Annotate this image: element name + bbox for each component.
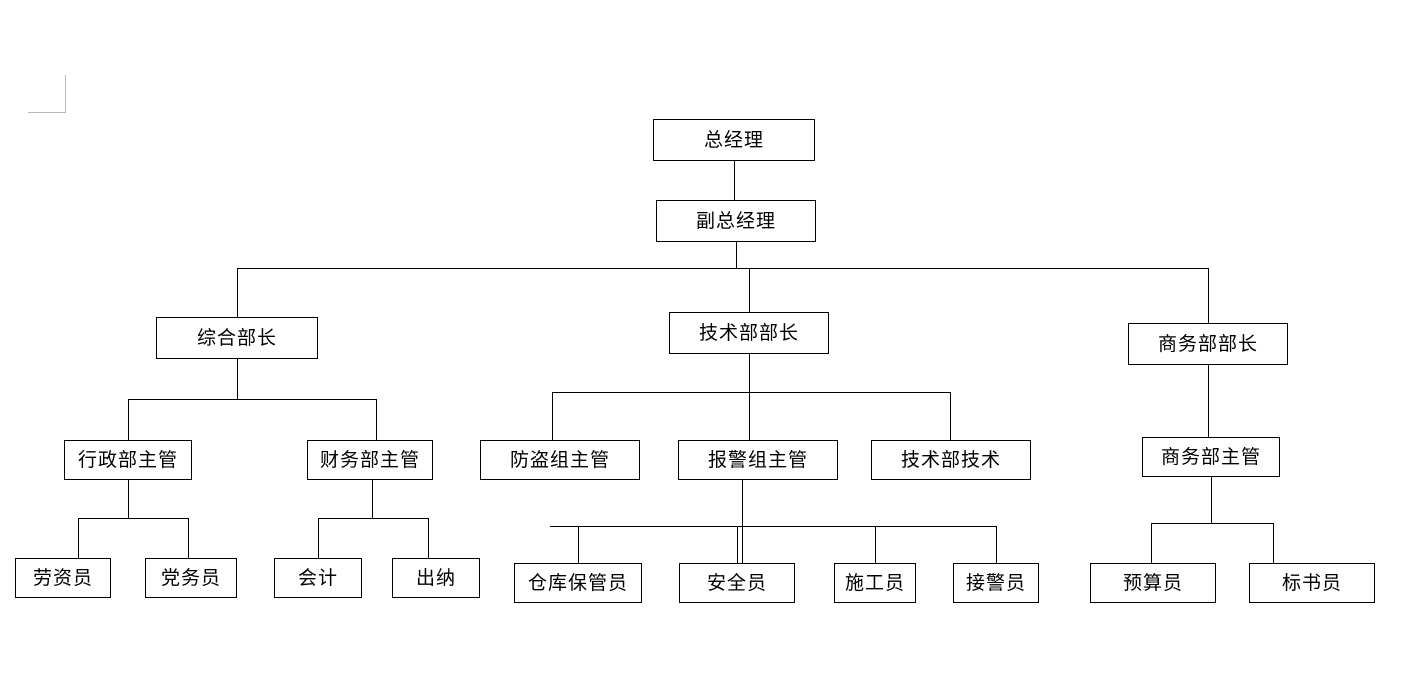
corner-mark-horizontal: [28, 112, 66, 113]
org-node-label: 党务员: [160, 567, 221, 589]
org-node[interactable]: 商务部部长: [1128, 323, 1288, 365]
drop-to-dangwu: [188, 518, 189, 558]
edge-deputy-stem: [736, 242, 737, 268]
org-node-label: 安全员: [706, 572, 767, 594]
drop-to-yusuan: [1151, 523, 1152, 563]
org-node-label: 商务部主管: [1160, 446, 1261, 468]
org-node[interactable]: 商务部主管: [1142, 437, 1280, 477]
edge-gm-to-deputy: [734, 161, 735, 200]
org-node[interactable]: 报警组主管: [678, 440, 838, 480]
drop-to-biaoshu: [1273, 523, 1274, 563]
drop-to-xingzheng: [128, 399, 129, 440]
org-node-label: 仓库保管员: [527, 572, 628, 594]
bus-level3: [237, 268, 1208, 269]
org-node[interactable]: 党务员: [145, 558, 237, 598]
stem-shangwu-sup: [1211, 477, 1212, 523]
drop-to-jishubu: [950, 392, 951, 440]
drop-to-fangdao: [552, 392, 553, 440]
stem-jishu: [749, 354, 750, 392]
bus-jishu: [552, 392, 950, 393]
org-node-label: 综合部长: [196, 327, 277, 349]
drop-to-caiwu: [376, 399, 377, 440]
bus-baojing: [550, 526, 996, 527]
org-node-label: 劳资员: [32, 567, 93, 589]
org-node-label: 预算员: [1122, 572, 1183, 594]
org-node-label: 防盗组主管: [509, 449, 610, 471]
org-node[interactable]: 接警员: [953, 563, 1039, 603]
org-node[interactable]: 副总经理: [656, 200, 816, 242]
org-node[interactable]: 施工员: [834, 563, 916, 603]
drop-to-shangwu: [1208, 268, 1209, 323]
org-node[interactable]: 技术部技术: [871, 440, 1031, 480]
stem-xingzheng: [128, 480, 129, 518]
org-node[interactable]: 预算员: [1090, 563, 1216, 603]
org-node[interactable]: 防盗组主管: [480, 440, 640, 480]
org-node[interactable]: 综合部长: [156, 317, 318, 359]
org-node[interactable]: 行政部主管: [64, 440, 192, 480]
drop-to-cangku: [578, 526, 579, 563]
org-node[interactable]: 劳资员: [15, 558, 111, 598]
drop-to-chuna: [428, 518, 429, 558]
stem-baojing: [742, 480, 743, 563]
org-node[interactable]: 标书员: [1249, 563, 1375, 603]
org-node-label: 商务部部长: [1157, 333, 1258, 355]
org-node-label: 会计: [297, 567, 338, 589]
org-node[interactable]: 财务部主管: [307, 440, 433, 480]
bus-shangwu-sup: [1151, 523, 1273, 524]
org-node-label: 技术部部长: [698, 322, 799, 344]
bus-zonghe: [128, 399, 376, 400]
drop-to-jiejing: [996, 526, 997, 563]
org-node-label: 技术部技术: [900, 449, 1001, 471]
org-node-label: 出纳: [415, 567, 456, 589]
stem-zonghe: [237, 359, 238, 399]
org-node[interactable]: 总经理: [653, 119, 815, 161]
org-node-label: 总经理: [703, 129, 764, 151]
org-node[interactable]: 仓库保管员: [514, 563, 642, 603]
org-node-label: 副总经理: [695, 210, 776, 232]
drop-to-baojing: [749, 392, 750, 440]
org-node[interactable]: 会计: [274, 558, 362, 598]
org-node-label: 报警组主管: [707, 449, 808, 471]
stem-caiwu: [372, 480, 373, 518]
org-node-label: 接警员: [965, 572, 1026, 594]
bus-caiwu: [318, 518, 428, 519]
org-node[interactable]: 技术部部长: [669, 312, 829, 354]
org-node-label: 施工员: [844, 572, 905, 594]
org-node-label: 财务部主管: [319, 449, 420, 471]
corner-mark-vertical: [65, 75, 66, 113]
drop-to-laozi: [78, 518, 79, 558]
page-corner-mark: [28, 75, 66, 113]
stem-shangwu-to-sup: [1208, 365, 1209, 437]
drop-to-jishu: [749, 268, 750, 312]
org-node-label: 行政部主管: [77, 449, 178, 471]
drop-to-anquan: [737, 526, 738, 563]
drop-to-shigong: [875, 526, 876, 563]
org-node[interactable]: 安全员: [679, 563, 795, 603]
org-node-label: 标书员: [1281, 572, 1342, 594]
org-node[interactable]: 出纳: [392, 558, 480, 598]
bus-xingzheng: [78, 518, 188, 519]
drop-to-kuaiji: [318, 518, 319, 558]
drop-to-zonghe: [237, 268, 238, 317]
